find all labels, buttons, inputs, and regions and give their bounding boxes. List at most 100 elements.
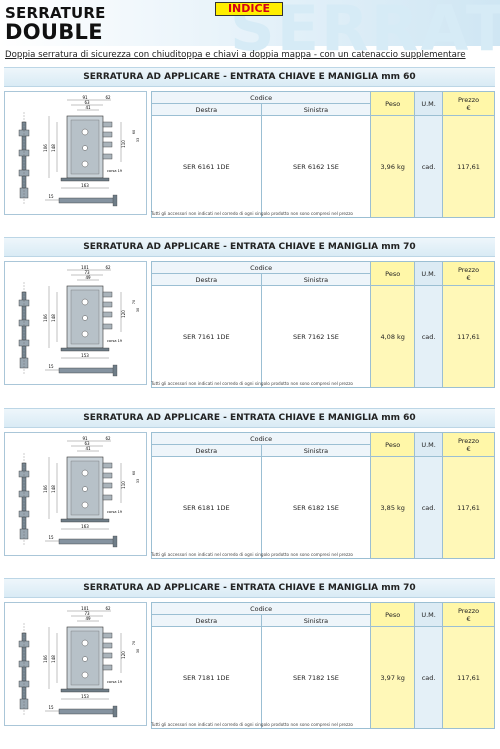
lock-technical-drawing: 91 62 63 41 106 148 110 60 33 163 corsa …: [4, 91, 147, 215]
accessories-note: Tutti gli accessori non indicati nel cor…: [151, 552, 353, 557]
dim-left2: 148: [51, 655, 56, 663]
accessories-note: Tutti gli accessori non indicati nel cor…: [151, 211, 353, 216]
lock-technical-drawing: 101 62 73 49 106 148 120 70 30 153 corsa…: [4, 261, 147, 385]
dim-top4: 41: [85, 446, 91, 451]
price-value: 117,61: [442, 115, 495, 218]
header-peso: Peso: [370, 432, 416, 457]
product-section-4: SERRATURA AD APPLICARE - ENTRATA CHIAVE …: [4, 578, 495, 729]
code-sinistra: SER 6182 1SE: [260, 456, 372, 559]
dim-bottom: 163: [81, 524, 89, 529]
dim-corsa: corsa 19: [107, 680, 122, 684]
dim-bottom2: 15: [48, 705, 54, 710]
header-codice: Codice: [150, 91, 372, 104]
section-title: SERRATURA AD APPLICARE - ENTRATA CHIAVE …: [4, 67, 495, 87]
index-button[interactable]: INDICE: [215, 2, 283, 16]
header-prezzo: Prezzo €: [442, 432, 495, 457]
dim-top2: 62: [105, 436, 111, 441]
product-section-1: SERRATURA AD APPLICARE - ENTRATA CHIAVE …: [4, 67, 495, 218]
header-prezzo-label: Prezzo: [457, 95, 480, 104]
section-title: SERRATURA AD APPLICARE - ENTRATA CHIAVE …: [4, 578, 495, 598]
dim-corsa: corsa 19: [107, 169, 122, 173]
product-table: Codice Peso U.M. Prezzo € Destra Sinistr…: [150, 602, 495, 729]
dim-top2: 62: [105, 95, 111, 100]
header-prezzo-label: Prezzo: [457, 265, 480, 274]
dim-d2: 30: [136, 649, 140, 653]
header-sinistra: Sinistra: [260, 273, 372, 286]
header-peso: Peso: [370, 602, 416, 627]
section-title: SERRATURA AD APPLICARE - ENTRATA CHIAVE …: [4, 237, 495, 257]
page-header: SERRAT SERRATURE DOUBLE INDICE: [0, 0, 500, 65]
dim-left1: 106: [43, 485, 48, 493]
header-destra: Destra: [151, 273, 262, 286]
header-sinistra: Sinistra: [260, 444, 372, 457]
header-prezzo: Prezzo €: [442, 261, 495, 286]
dim-d1: 60: [132, 130, 136, 134]
dim-bottom: 163: [81, 183, 89, 188]
section-body: 101 62 73 49 106 148 120 70 30 153 corsa…: [4, 257, 495, 388]
header-um: U.M.: [414, 432, 444, 457]
dim-left2: 148: [51, 485, 56, 493]
dim-d1: 60: [132, 471, 136, 475]
header-prezzo-label: Prezzo: [457, 436, 480, 445]
lock-drawing-svg: 101 62 73 49 106 148 120 70 30 153 corsa…: [18, 265, 140, 377]
header-codice: Codice: [150, 602, 372, 615]
header-um: U.M.: [414, 261, 444, 286]
lock-technical-drawing: 91 62 63 41 106 148 110 60 33 163 corsa …: [4, 432, 147, 556]
header-prezzo-currency: €: [466, 103, 471, 112]
unit-value: cad.: [414, 456, 444, 559]
weight-value: 3,97 kg: [370, 626, 416, 729]
dim-top3: 73: [84, 270, 90, 275]
header-prezzo-label: Prezzo: [457, 606, 480, 615]
dim-top4: 49: [85, 616, 91, 621]
dim-d1: 70: [132, 300, 136, 304]
dim-bottom2: 15: [48, 194, 54, 199]
dim-top2: 62: [105, 265, 111, 270]
dim-d2: 30: [136, 308, 140, 312]
dim-bottom2: 15: [48, 364, 54, 369]
page-title-line2: DOUBLE: [5, 20, 103, 44]
code-sinistra: SER 6162 1SE: [260, 115, 372, 218]
header-codice: Codice: [150, 432, 372, 445]
header-prezzo-currency: €: [466, 614, 471, 623]
header-prezzo-currency: €: [466, 444, 471, 453]
dim-d2: 33: [136, 479, 140, 483]
header-um: U.M.: [414, 602, 444, 627]
product-section-3: SERRATURA AD APPLICARE - ENTRATA CHIAVE …: [4, 408, 495, 559]
dim-d2: 33: [136, 138, 140, 142]
weight-value: 3,96 kg: [370, 115, 416, 218]
dim-top2: 62: [105, 606, 111, 611]
code-destra: SER 7161 1DE: [151, 285, 262, 388]
price-value: 117,61: [442, 456, 495, 559]
page-subtitle: Doppia serratura di sicurezza con chiudi…: [5, 50, 466, 60]
dim-top1: 101: [81, 265, 89, 270]
product-table: Codice Peso U.M. Prezzo € Destra Sinistr…: [150, 261, 495, 388]
header-destra: Destra: [151, 444, 262, 457]
header-codice: Codice: [150, 261, 372, 274]
product-table: Codice Peso U.M. Prezzo € Destra Sinistr…: [150, 432, 495, 559]
code-destra: SER 7181 1DE: [151, 626, 262, 729]
dim-side1: 120: [121, 310, 126, 318]
lock-drawing-svg: 91 62 63 41 106 148 110 60 33 163 corsa …: [18, 95, 140, 207]
header-prezzo-currency: €: [466, 273, 471, 282]
code-sinistra: SER 7162 1SE: [260, 285, 372, 388]
dim-side1: 110: [121, 481, 126, 489]
header-prezzo: Prezzo €: [442, 602, 495, 627]
accessories-note: Tutti gli accessori non indicati nel cor…: [151, 722, 353, 727]
header-destra: Destra: [151, 614, 262, 627]
header-um: U.M.: [414, 91, 444, 116]
section-title: SERRATURA AD APPLICARE - ENTRATA CHIAVE …: [4, 408, 495, 428]
dim-top1: 101: [81, 606, 89, 611]
section-body: 91 62 63 41 106 148 110 60 33 163 corsa …: [4, 428, 495, 559]
dim-corsa: corsa 19: [107, 510, 122, 514]
lock-technical-drawing: 101 62 73 49 106 148 120 70 30 153 corsa…: [4, 602, 147, 726]
dim-top3: 63: [84, 441, 90, 446]
dim-top3: 63: [84, 100, 90, 105]
dim-left2: 148: [51, 314, 56, 322]
dim-bottom: 153: [81, 694, 89, 699]
dim-top1: 91: [82, 95, 88, 100]
header-peso: Peso: [370, 261, 416, 286]
dim-top4: 41: [85, 105, 91, 110]
code-destra: SER 6161 1DE: [151, 115, 262, 218]
dim-left1: 106: [43, 144, 48, 152]
product-section-2: SERRATURA AD APPLICARE - ENTRATA CHIAVE …: [4, 237, 495, 388]
